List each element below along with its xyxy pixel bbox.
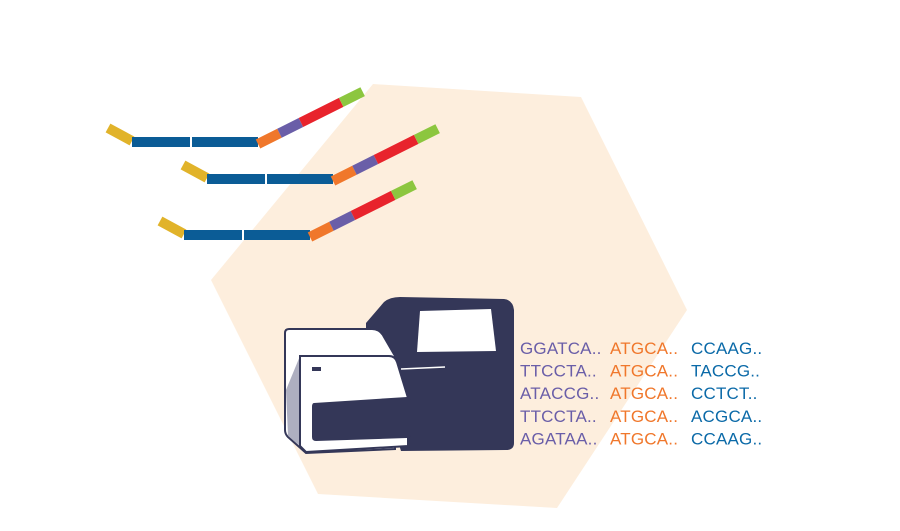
read-1-part-a: GGATCA.. — [520, 339, 602, 358]
read-3-part-a: ATACCG.. — [520, 384, 599, 403]
read-5-part-c: CCAAG.. — [691, 429, 762, 448]
sequencer-drawer — [312, 397, 411, 441]
segment-red — [350, 190, 396, 221]
read-1-part-b: ATGCA.. — [610, 339, 678, 358]
read-5-part-b: ATGCA.. — [610, 429, 678, 448]
segment-green — [390, 180, 417, 200]
segment-red — [298, 97, 344, 128]
sequencer-instrument — [284, 297, 514, 455]
read-3-part-b: ATGCA.. — [610, 384, 678, 403]
sequencer-module-shading — [286, 356, 300, 446]
adapter-left — [180, 160, 210, 183]
segment-orange — [307, 221, 334, 242]
adapter-left — [105, 123, 135, 146]
library-fragment-1 — [105, 87, 365, 149]
read-1-part-c: CCAAG.. — [691, 339, 762, 358]
segment-orange — [255, 128, 282, 149]
segment-purple — [277, 118, 304, 138]
read-2-part-b: ATGCA.. — [610, 362, 678, 381]
library-fragment-2 — [180, 124, 440, 186]
read-5-part-a: AGATAA.. — [520, 429, 598, 448]
sequencer-panel-line — [400, 366, 446, 370]
read-4-part-a: TTCCTA.. — [520, 407, 597, 426]
segment-green — [338, 87, 365, 107]
sequence-reads: GGATCA.. ATGCA.. CCAAG.. TTCCTA.. ATGCA.. TAC… — [520, 339, 762, 448]
segment-orange — [330, 165, 357, 186]
read-3-part-c: CCTCT.. — [691, 384, 758, 403]
segment-purple — [352, 155, 379, 175]
read-2-part-c: TACCG.. — [691, 362, 760, 381]
segment-red — [373, 134, 419, 165]
library-fragment-3 — [157, 180, 417, 242]
sequencer-indicator — [312, 367, 321, 371]
segment-green — [413, 124, 440, 144]
library-fragments — [105, 87, 440, 242]
read-4-part-b: ATGCA.. — [610, 407, 678, 426]
sequencer-screen — [417, 309, 496, 352]
read-4-part-c: ACGCA.. — [691, 407, 762, 426]
adapter-left — [157, 216, 187, 239]
segment-purple — [329, 211, 356, 231]
read-2-part-a: TTCCTA.. — [520, 362, 597, 381]
